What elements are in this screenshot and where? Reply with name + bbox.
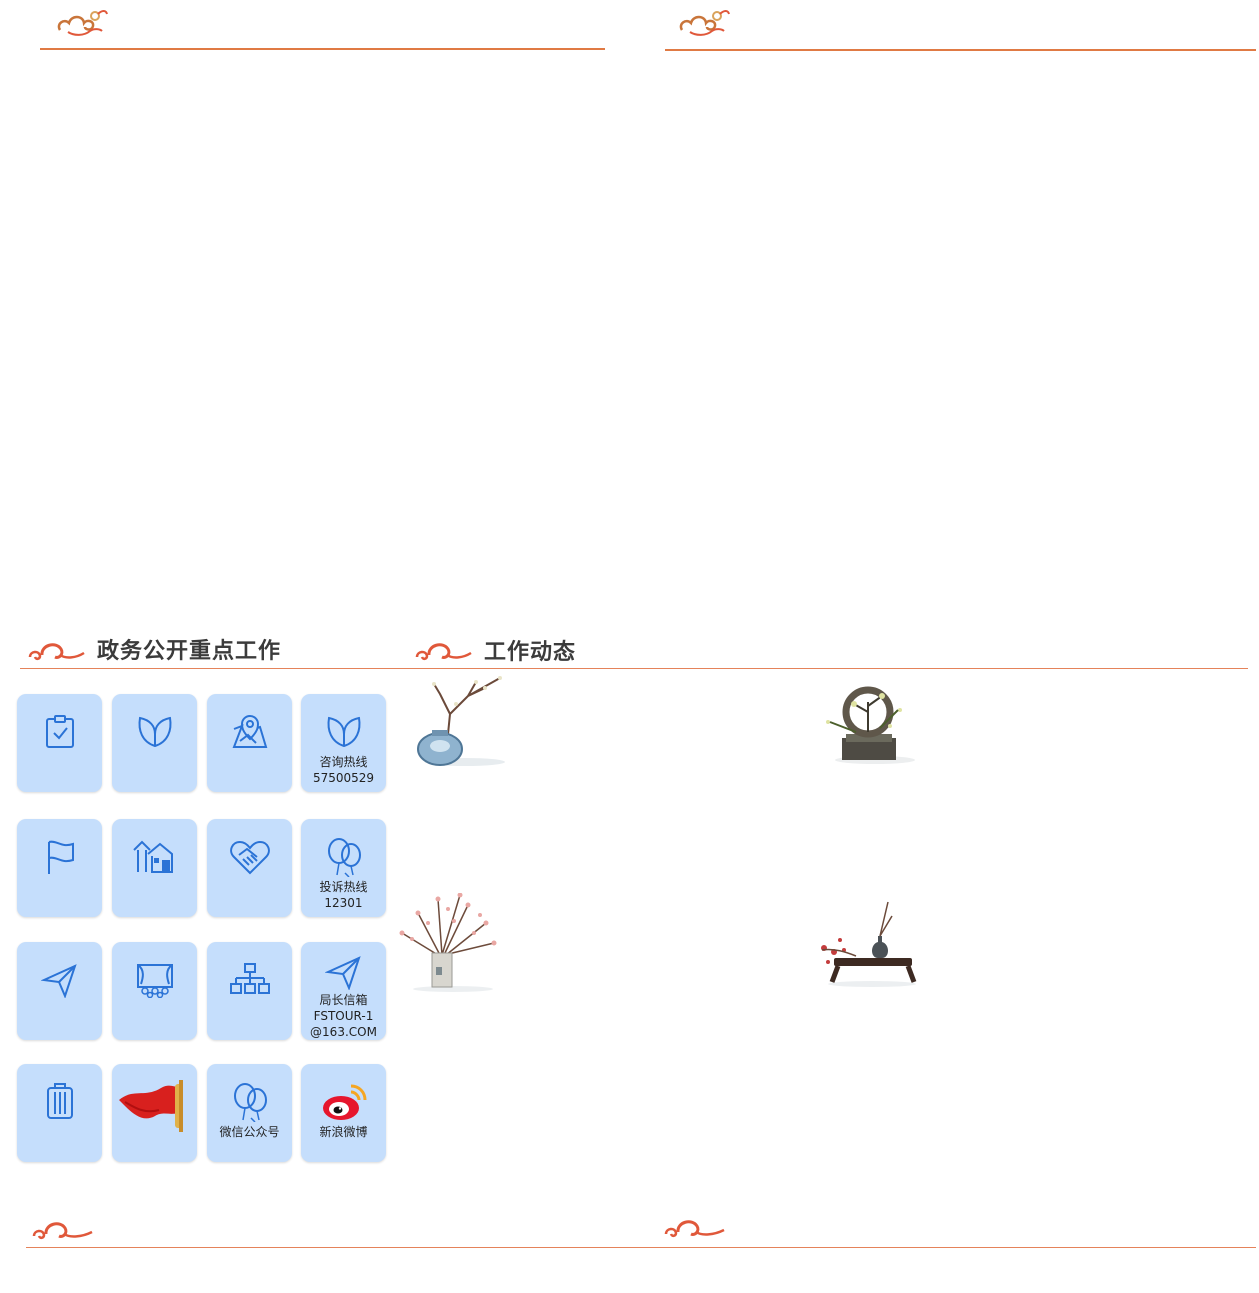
tile-label: 投诉热线 12301 (319, 879, 367, 911)
header-rule (40, 48, 605, 50)
tile-consult-hotline[interactable]: 咨询热线 57500529 (301, 694, 386, 792)
tile-label-line: FSTOUR-1 (313, 1009, 374, 1023)
balloons-icon (325, 837, 363, 877)
theater-stage-icon (135, 960, 175, 1000)
tile-flag[interactable] (17, 819, 102, 917)
tile-clipboard[interactable] (17, 694, 102, 792)
tile-label: 咨询热线 57500529 (313, 754, 374, 786)
tile-handshake[interactable] (207, 819, 292, 917)
leaf-icon (325, 712, 363, 752)
map-pin-icon (230, 712, 270, 752)
balloons-icon (231, 1082, 269, 1122)
cloud-ornament-icon (30, 1214, 96, 1248)
town-icon (132, 837, 178, 877)
cloud-ornament-icon (676, 6, 730, 44)
table-vase-image (816, 900, 920, 994)
tile-stage[interactable] (112, 942, 197, 1040)
tile-label-line: 局长信箱 (319, 993, 368, 1007)
footer-rule (26, 1247, 1256, 1248)
vase-plum-branch-image (410, 674, 510, 774)
tile-label-line: 投诉热线 (319, 880, 368, 894)
tile-party-flag[interactable] (112, 1064, 197, 1162)
clipboard-check-icon (43, 712, 77, 752)
section-title-gov-affairs: 政务公开重点工作 (97, 639, 282, 664)
tile-org-chart[interactable] (207, 942, 292, 1040)
tile-director-mailbox[interactable]: 局长信箱 FSTOUR-1 @163.COM (301, 942, 386, 1040)
tile-label-line: 57500529 (312, 771, 375, 785)
flag-icon (43, 837, 77, 877)
tile-label-line: 微信公众号 (219, 1125, 280, 1139)
tile-label-line: @163.COM (310, 1025, 377, 1039)
tile-leaf[interactable] (112, 694, 197, 792)
tile-luggage[interactable] (17, 1064, 102, 1162)
section-title-work-news: 工作动态 (484, 640, 577, 665)
tile-label-line: 12301 (324, 896, 363, 910)
tile-label: 微信公众号 (219, 1124, 279, 1140)
cloud-ornament-icon (413, 635, 475, 669)
cloud-ornament-icon (54, 6, 108, 44)
weibo-icon (321, 1082, 367, 1122)
handshake-heart-icon (229, 837, 271, 877)
tile-complaint-hotline[interactable]: 投诉热线 12301 (301, 819, 386, 917)
tile-wechat[interactable]: 微信公众号 (207, 1064, 292, 1162)
org-chart-icon (229, 960, 271, 1000)
paper-plane-icon (324, 954, 363, 990)
tile-town[interactable] (112, 819, 197, 917)
tile-label: 新浪微博 (319, 1124, 367, 1140)
plum-blossom-vase-image (398, 892, 502, 997)
tile-label-line: 咨询热线 (319, 755, 368, 769)
paper-plane-icon (40, 960, 79, 1000)
moon-gate-bonsai-image (820, 682, 920, 770)
tile-label-line: 新浪微博 (319, 1125, 368, 1139)
tile-label: 局长信箱 FSTOUR-1 @163.COM (310, 992, 377, 1040)
header-rule (665, 49, 1256, 51)
section-rule (20, 668, 1248, 669)
cloud-ornament-icon (26, 635, 88, 669)
tile-map[interactable] (207, 694, 292, 792)
tile-weibo[interactable]: 新浪微博 (301, 1064, 386, 1162)
tile-paper-plane[interactable] (17, 942, 102, 1040)
cloud-ornament-icon (662, 1212, 728, 1246)
leaf-icon (136, 712, 174, 752)
red-flag-icon (115, 1078, 195, 1134)
luggage-icon (45, 1082, 75, 1122)
